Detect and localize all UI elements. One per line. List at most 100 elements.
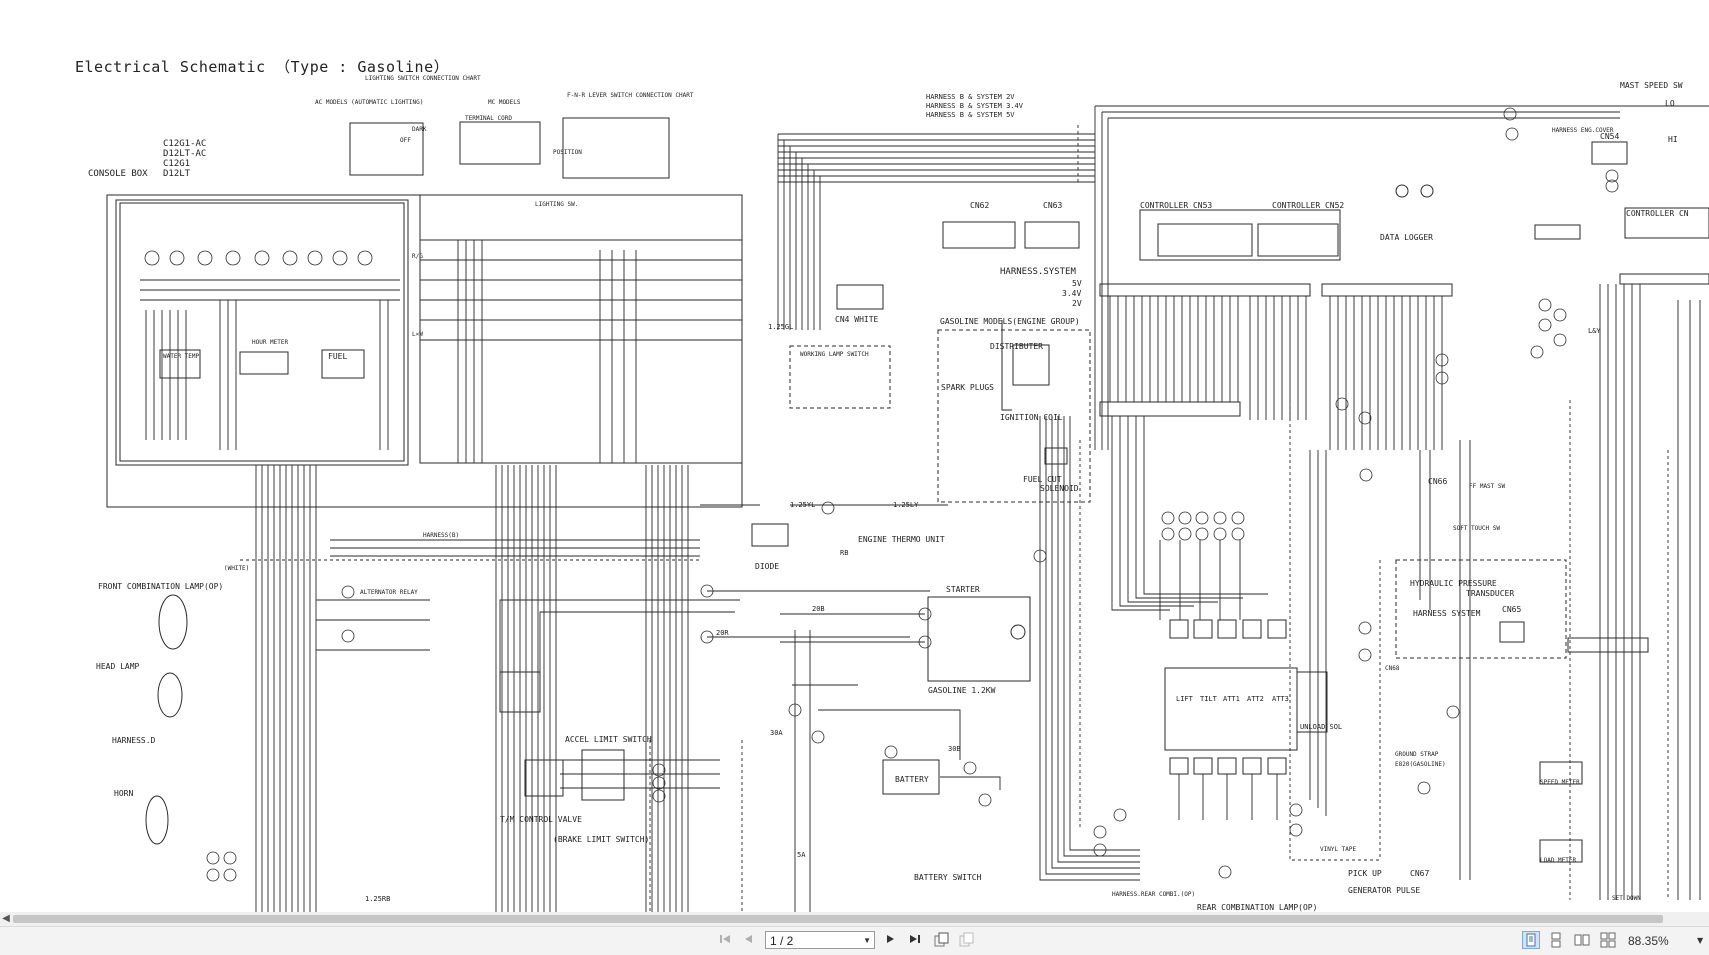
fnr-lever-chart-label: F-N-R LEVER SWITCH CONNECTION CHART bbox=[567, 92, 694, 99]
model-c12g1-ac: C12G1-AC bbox=[163, 139, 207, 149]
hour-meter-label: HOUR METER bbox=[252, 339, 289, 346]
continuous-facing-view-icon bbox=[1600, 932, 1616, 948]
next-page-icon bbox=[887, 935, 894, 943]
rear-combination-lamp-label: REAR COMBINATION LAMP(OP) bbox=[1197, 903, 1318, 912]
working-lamp-switch-label: WORKING LAMP SWITCH bbox=[800, 351, 869, 358]
att3-label: ATT3 bbox=[1272, 695, 1289, 703]
hydraulic-pressure-label: HYDRAULIC PRESSURE bbox=[1410, 579, 1497, 588]
position-label: POSITION bbox=[553, 149, 582, 156]
continuous-view-button[interactable] bbox=[1548, 932, 1564, 948]
harness-d-label: HARNESS.D bbox=[112, 736, 156, 745]
lighting-sw-label: LIGHTING SW. bbox=[535, 201, 579, 208]
document-viewer[interactable]: Electrical Schematic （Type : Gasoline） bbox=[0, 0, 1709, 912]
terminal-cord-label: TERMINAL CORD bbox=[465, 115, 512, 122]
harness-system-2-label: HARNESS SYSTEM bbox=[1413, 609, 1481, 618]
controller-cn-label: CONTROLLER CN bbox=[1626, 209, 1689, 218]
diode-label: DIODE bbox=[755, 562, 780, 571]
controller-cn53-label: CONTROLLER CN53 bbox=[1140, 201, 1213, 210]
back-view-button[interactable] bbox=[933, 932, 951, 950]
last-page-button[interactable] bbox=[907, 932, 923, 950]
wire-ly-label: L&Y bbox=[1588, 327, 1601, 335]
set-down-label: SET DOWN bbox=[1612, 895, 1641, 902]
speed-meter-label: SPEED METER bbox=[1540, 779, 1580, 786]
wire-125ly-label: 1.25LY bbox=[893, 501, 919, 509]
load-meter-label: LOAD METER bbox=[1540, 857, 1577, 864]
cn62-label: CN62 bbox=[970, 201, 990, 210]
ac-models-label: AC MODELS (AUTOMATIC LIGHTING) bbox=[315, 99, 424, 106]
lift-label: LIFT bbox=[1176, 695, 1193, 703]
ignition-coil-label: IGNITION COIL bbox=[1000, 413, 1063, 422]
soft-touch-sw-label: SOFT TOUCH SW bbox=[1453, 525, 1500, 532]
front-combination-lamp-label: FRONT COMBINATION LAMP(OP) bbox=[98, 582, 224, 591]
cn65-label: CN65 bbox=[1502, 605, 1522, 614]
white-label: (WHITE) bbox=[224, 565, 250, 572]
electrical-schematic-drawing bbox=[106, 105, 1709, 912]
tilt-label: TILT bbox=[1200, 695, 1217, 703]
horn-label: HORN bbox=[114, 789, 134, 798]
e820-gasoline-label: E820(GASOLINE) bbox=[1395, 761, 1446, 768]
page-number-select[interactable]: 1 / 2 ▼ bbox=[765, 931, 875, 949]
off-label: OFF bbox=[400, 137, 411, 144]
pick-up-label: PICK UP bbox=[1348, 869, 1382, 878]
document-page: Electrical Schematic （Type : Gasoline） bbox=[75, 58, 1709, 912]
ff-mast-sw-label: FF MAST SW bbox=[1469, 483, 1506, 490]
scrollbar-thumb[interactable] bbox=[13, 915, 1663, 923]
last-page-icon bbox=[910, 935, 920, 943]
unload-sol-label: UNLOAD SOL bbox=[1300, 723, 1343, 731]
first-page-button[interactable] bbox=[717, 932, 733, 950]
cn4-white-label: CN4 WHITE bbox=[835, 315, 879, 324]
transducer-label: TRANSDUCER bbox=[1466, 589, 1515, 598]
spark-plugs-label: SPARK PLUGS bbox=[941, 383, 994, 392]
wire-125rb-label: 1.25RB bbox=[365, 895, 391, 903]
facing-view-icon bbox=[1574, 934, 1590, 946]
continuous-facing-view-button[interactable] bbox=[1600, 932, 1616, 948]
model-d12lt: D12LT bbox=[163, 169, 191, 179]
accel-limit-switch-label: ACCEL LIMIT SWITCH bbox=[565, 735, 652, 744]
battery-label: BATTERY bbox=[895, 775, 929, 784]
harness-b-label: HARNESS(B) bbox=[423, 532, 460, 539]
harness-b-2v-label: HARNESS B & SYSTEM 2V bbox=[926, 93, 1015, 101]
horizontal-scrollbar[interactable]: ◀ bbox=[0, 912, 1709, 926]
generator-pulse-label: GENERATOR PULSE bbox=[1348, 886, 1421, 895]
water-temp-label: WATER TEMP bbox=[163, 353, 200, 360]
wire-20r-label: 20R bbox=[716, 629, 729, 637]
cn68-label: CN68 bbox=[1385, 665, 1400, 672]
harness-b-34v-label: HARNESS B & SYSTEM 3.4V bbox=[926, 102, 1023, 110]
dark-label: DARK bbox=[412, 126, 427, 133]
first-page-icon bbox=[720, 935, 730, 943]
harness-system-label: HARNESS.SYSTEM bbox=[1000, 267, 1076, 277]
previous-page-button[interactable] bbox=[741, 932, 755, 950]
forward-view-button[interactable] bbox=[958, 932, 976, 950]
v34-label: 3.4V bbox=[1062, 289, 1082, 298]
v5-label: 5V bbox=[1072, 279, 1082, 288]
zoom-chevron-down-icon[interactable]: ▼ bbox=[1697, 936, 1704, 945]
facing-view-button[interactable] bbox=[1574, 932, 1590, 948]
model-c12g1: C12G1 bbox=[163, 159, 191, 169]
single-page-view-icon bbox=[1526, 933, 1536, 947]
cn67-label: CN67 bbox=[1410, 869, 1430, 878]
single-page-view-button[interactable] bbox=[1522, 931, 1540, 949]
next-page-button[interactable] bbox=[884, 932, 898, 950]
hi-label: HI bbox=[1668, 135, 1678, 144]
battery-switch-label: BATTERY SWITCH bbox=[914, 873, 982, 882]
forward-view-icon bbox=[959, 932, 974, 947]
wire-125yl-label: 1.25YL bbox=[790, 501, 816, 509]
wire-125gl-label: 1.25GL bbox=[768, 323, 794, 331]
tm-control-valve-label: T/M CONTROL VALVE bbox=[500, 815, 582, 824]
data-logger-label: DATA LOGGER bbox=[1380, 233, 1433, 242]
lighting-switch-chart-label: LIGHTING SWITCH CONNECTION CHART bbox=[365, 75, 481, 82]
vinyl-tape-label: VINYL TAPE bbox=[1320, 846, 1357, 853]
distributer-label: DISTRIBUTER bbox=[990, 342, 1043, 351]
fuel-cut-label: FUEL CUT bbox=[1023, 475, 1062, 484]
starter-label: STARTER bbox=[946, 585, 980, 594]
wire-5a-label: 5A bbox=[797, 851, 806, 859]
page-title: Electrical Schematic （Type : Gasoline） bbox=[75, 58, 450, 76]
cn66-label: CN66 bbox=[1428, 477, 1448, 486]
wire-lxw-label: L×W bbox=[412, 331, 423, 338]
wire-rg-label: R/G bbox=[412, 253, 423, 260]
previous-page-icon bbox=[745, 935, 752, 943]
wire-30b-label: 30B bbox=[948, 745, 961, 753]
scroll-left-arrow-icon[interactable]: ◀ bbox=[2, 913, 10, 924]
zoom-level[interactable]: 88.35% bbox=[1628, 934, 1669, 948]
cn63-label: CN63 bbox=[1043, 201, 1063, 210]
